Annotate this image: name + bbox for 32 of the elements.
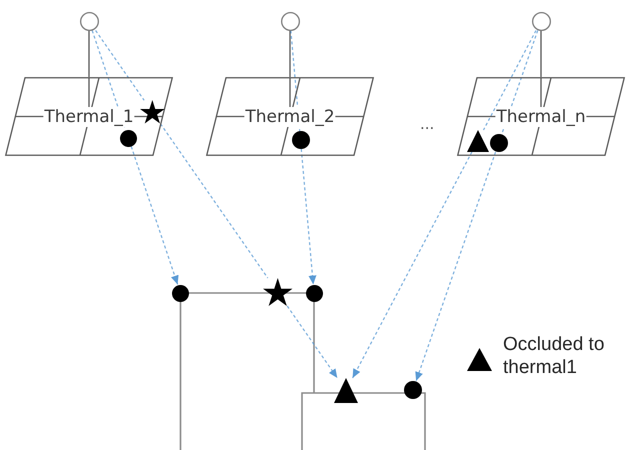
point-marker — [306, 284, 322, 302]
viewpoint-circle — [280, 12, 300, 30]
viewpoint-circle — [532, 12, 550, 30]
connector-line — [540, 30, 542, 77]
image-plane — [5, 77, 173, 156]
point-marker — [292, 131, 310, 149]
dashed-arrow — [300, 148, 316, 285]
viewpoint-circle — [80, 12, 98, 30]
image-plane — [457, 77, 625, 156]
dashed-arrow — [352, 152, 472, 378]
image-plane — [206, 77, 374, 156]
plane-label: Thermal_1 — [43, 106, 135, 126]
dashed-line — [95, 30, 145, 101]
dashed-line — [160, 123, 268, 278]
dashed-arrow — [415, 152, 496, 382]
point-marker — [490, 134, 508, 152]
plane-label: Thermal_n — [495, 106, 587, 126]
dashed-line — [482, 30, 537, 130]
connector-line — [88, 30, 90, 77]
star-marker — [140, 100, 165, 124]
dashed-arrow — [286, 306, 338, 378]
point-marker — [120, 130, 137, 146]
triangle-marker — [466, 130, 489, 152]
ellipsis-text: ... — [420, 115, 434, 133]
dashed-arrow — [130, 146, 179, 285]
plane-label: Thermal_2 — [244, 106, 336, 126]
connector-line — [289, 30, 291, 77]
triangle-marker — [334, 378, 358, 403]
point-marker — [172, 284, 189, 302]
star-marker — [262, 278, 292, 306]
point-marker — [404, 381, 422, 399]
legend-text: Occluded to thermal1 — [503, 333, 606, 379]
